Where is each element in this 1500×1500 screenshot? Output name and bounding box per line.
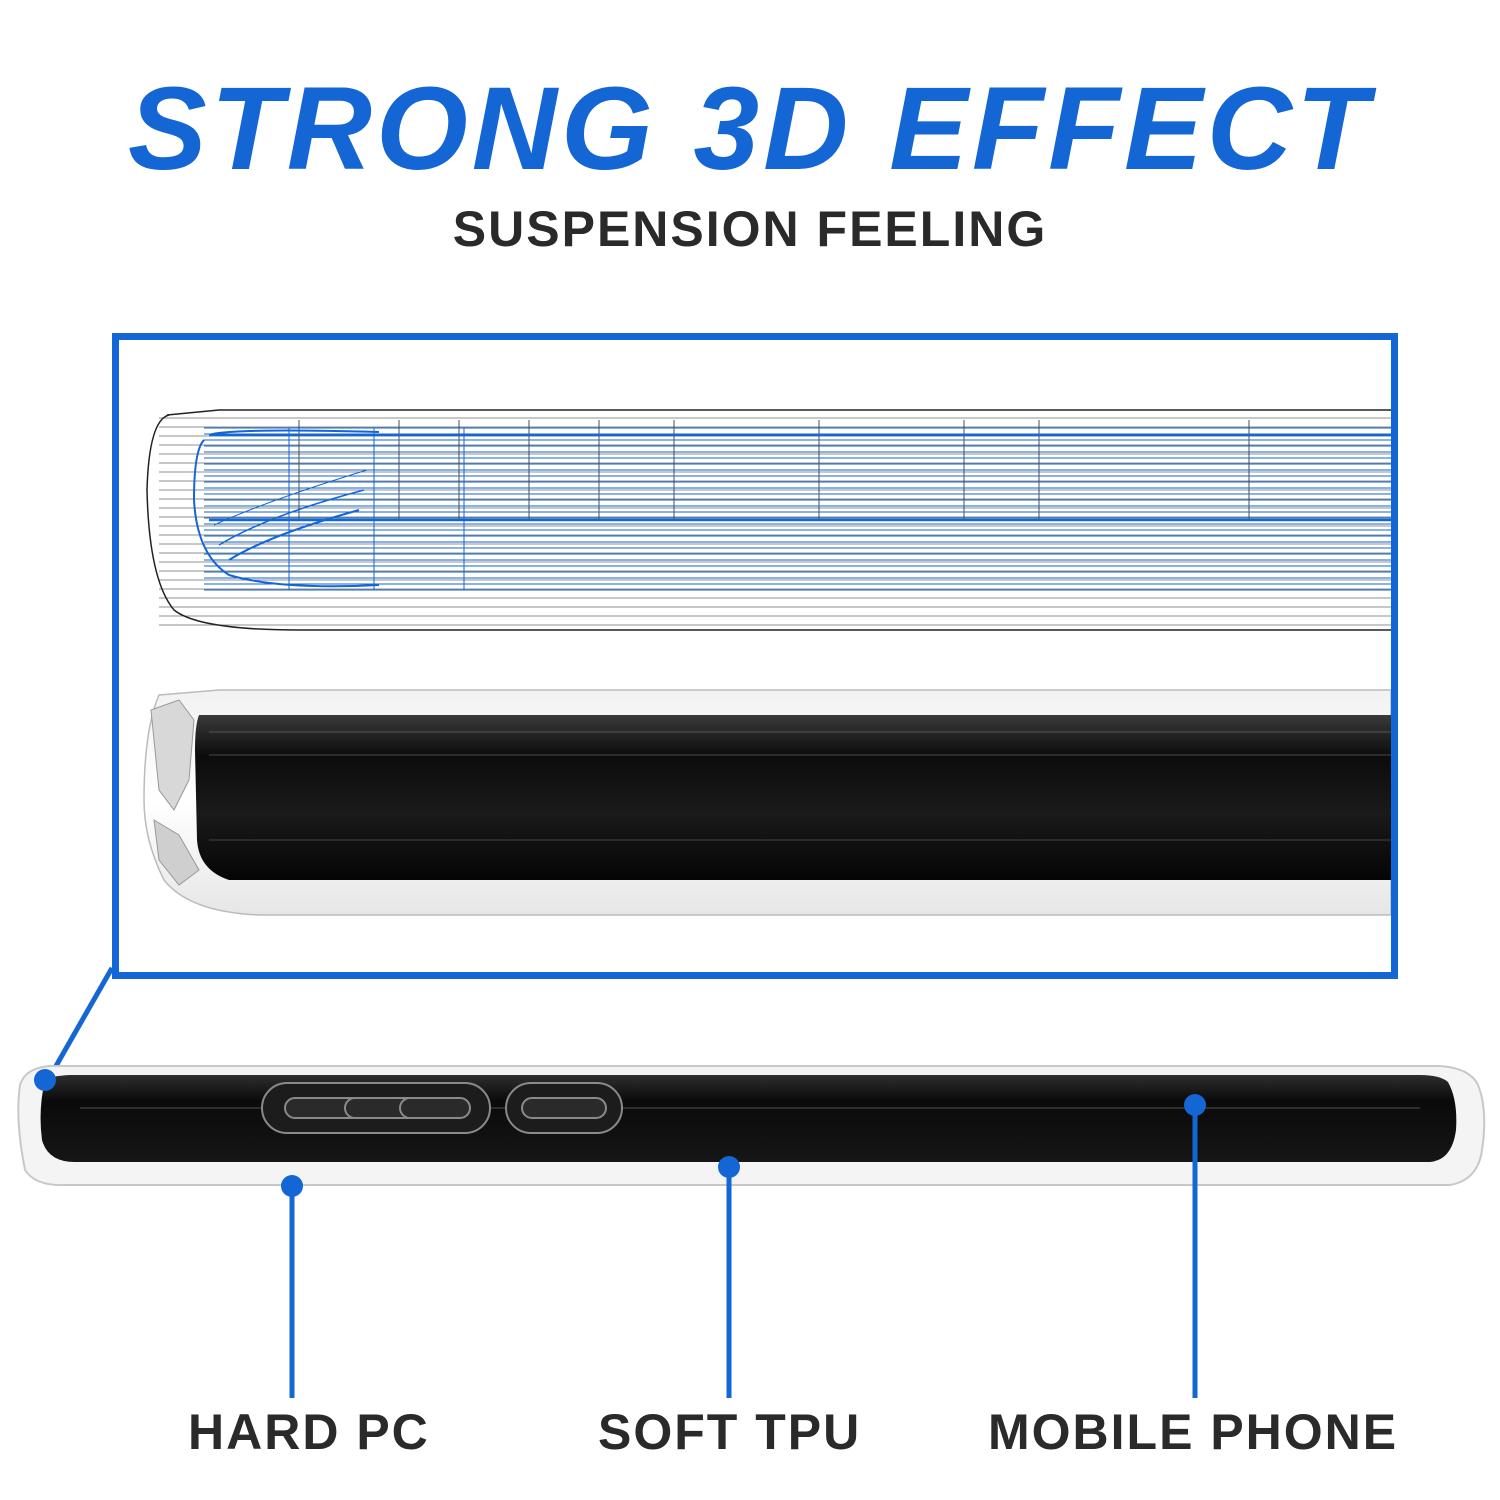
- callout-label-soft-tpu: SOFT TPU: [598, 1404, 862, 1460]
- zoom-detail-box: [112, 333, 1398, 979]
- power-button-cover: [505, 1082, 623, 1134]
- case-photo-detail: [143, 689, 1391, 916]
- page-subtitle: SUSPENSION FEELING: [452, 201, 1048, 257]
- mobile-phone-body: [40, 1075, 1457, 1162]
- callout-label-mobile-phone: MOBILE PHONE: [988, 1404, 1399, 1460]
- callout-dot-mobile-phone: [1184, 1094, 1206, 1116]
- volume-button-cover: [261, 1082, 491, 1134]
- zoom-detail-illustration: [143, 409, 1391, 916]
- callout-label-hard-pc: HARD PC: [188, 1404, 430, 1460]
- page-title: STRONG 3D EFFECT: [127, 63, 1373, 195]
- callout-dot-soft-tpu: [718, 1156, 740, 1178]
- zoom-anchor-dot: [34, 1069, 56, 1091]
- wireframe-case-drawing: [146, 409, 1391, 631]
- callout-dot-hard-pc: [281, 1175, 303, 1197]
- zoom-pointer-line: [45, 966, 115, 1082]
